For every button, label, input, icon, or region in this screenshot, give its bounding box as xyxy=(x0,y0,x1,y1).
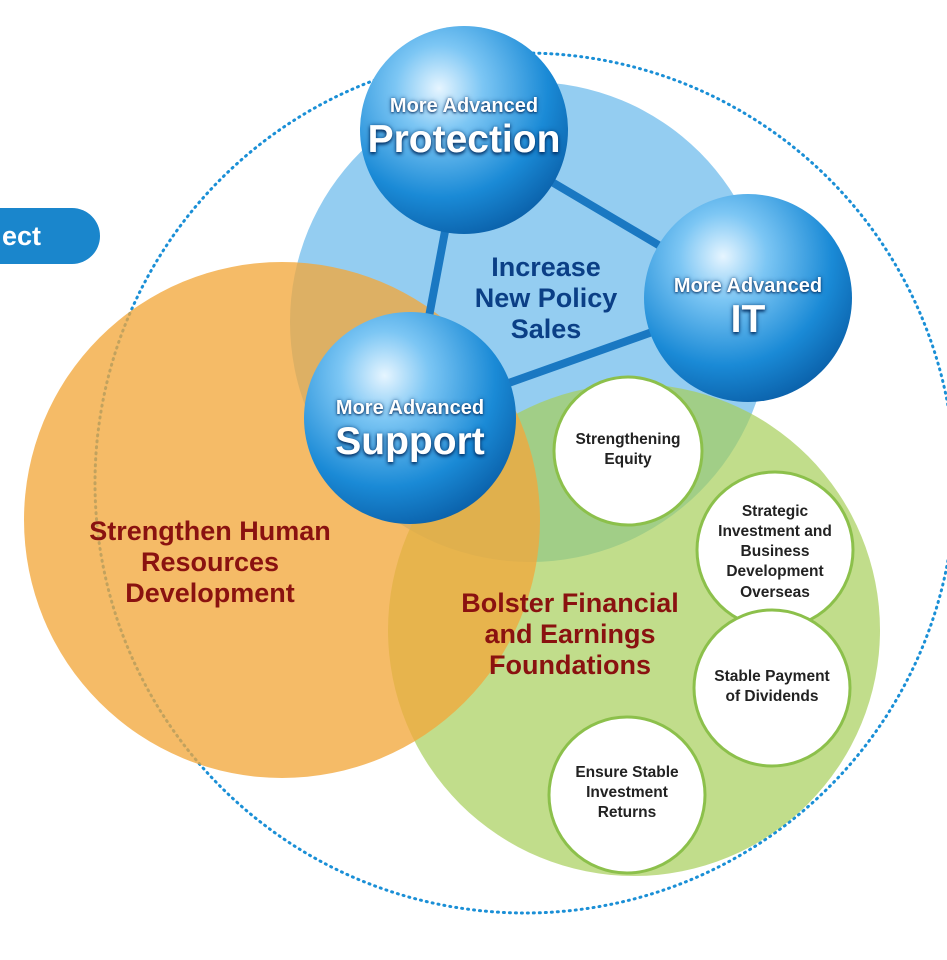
it-big-text: IT xyxy=(730,298,766,341)
dividends-circle xyxy=(692,608,852,768)
center-label-line-3: Sales xyxy=(510,314,582,345)
equity-circle-label: Strengthening Equity xyxy=(568,430,688,470)
human-resources-line-3: Development xyxy=(125,578,295,609)
overseas-circle-label: Strategic Investment and Business Develo… xyxy=(705,502,845,603)
equity-line-1: Strengthening xyxy=(575,431,681,448)
overseas-line-3: Business xyxy=(740,543,810,561)
human-resources-line-1: Strengthen Human xyxy=(89,516,331,546)
center-label: Increase New Policy Sales xyxy=(446,252,646,345)
returns-circle-label: Ensure Stable Investment Returns xyxy=(557,763,697,823)
overseas-line-5: Overseas xyxy=(740,583,810,601)
section-tab: ect xyxy=(0,208,100,264)
returns-line-1: Ensure Stable xyxy=(575,764,679,781)
overseas-line-1: Strategic xyxy=(741,503,809,520)
returns-line-3: Returns xyxy=(597,804,657,822)
dividends-circle-label: Stable Payment of Dividends xyxy=(702,667,842,707)
it-small-text: More Advanced xyxy=(673,275,823,297)
financial-line-2: and Earnings xyxy=(484,619,656,650)
equity-circle xyxy=(552,375,704,527)
dividends-line-1: Stable Payment xyxy=(714,668,830,685)
protection-sphere-label: More Advanced Protection xyxy=(364,95,564,163)
human-resources-label: Strengthen Human Resources Development xyxy=(60,516,360,609)
dividends-line-2: of Dividends xyxy=(725,688,819,706)
financial-label: Bolster Financial and Earnings Foundatio… xyxy=(420,588,720,681)
support-sphere-label: More Advanced Support xyxy=(310,397,510,465)
center-label-line-1: Increase xyxy=(491,252,601,282)
section-tab-label: ect xyxy=(2,220,42,251)
support-sphere xyxy=(304,312,516,524)
protection-sphere xyxy=(360,26,568,234)
returns-circle xyxy=(547,715,707,875)
it-sphere xyxy=(644,194,852,402)
center-label-line-2: New Policy xyxy=(474,283,618,314)
overseas-line-4: Development xyxy=(726,563,824,581)
support-big-text: Support xyxy=(335,420,485,463)
financial-line-1: Bolster Financial xyxy=(461,588,679,618)
human-resources-line-2: Resources xyxy=(140,547,280,578)
equity-line-2: Equity xyxy=(604,451,652,469)
overseas-line-2: Investment and xyxy=(718,523,832,541)
returns-line-2: Investment xyxy=(586,784,668,802)
support-small-text: More Advanced xyxy=(335,397,485,419)
it-sphere-label: More Advanced IT xyxy=(648,275,848,343)
financial-line-3: Foundations xyxy=(489,650,651,681)
protection-small-text: More Advanced xyxy=(389,95,539,117)
protection-big-text: Protection xyxy=(367,118,561,161)
